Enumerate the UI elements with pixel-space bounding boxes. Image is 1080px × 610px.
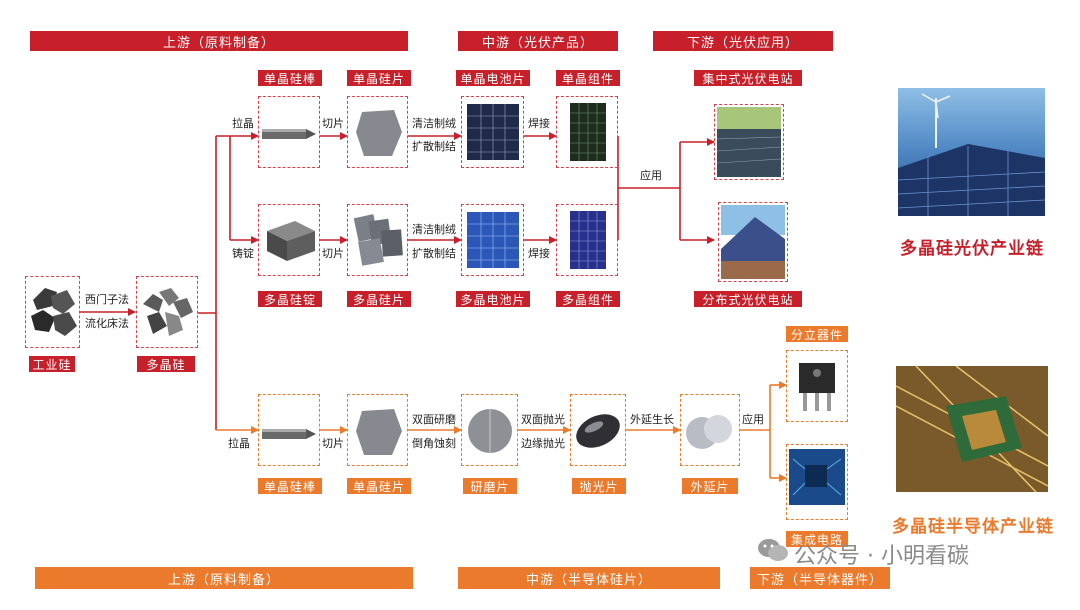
lapped-wafer-icon xyxy=(468,409,512,453)
multi-wafer-box xyxy=(347,204,408,276)
footer-downstream-bar: 下游（半导体器件） xyxy=(750,567,890,589)
process-diffuse2: 扩散制结 xyxy=(412,247,456,260)
multi-module-box xyxy=(556,204,618,276)
pv-chain-title: 多晶硅光伏产业链 xyxy=(900,239,1044,259)
process-cast: 铸锭 xyxy=(232,247,254,260)
process-double-polish: 双面抛光 xyxy=(521,413,565,426)
process-texture1: 清洁制绒 xyxy=(412,117,456,130)
mono-ingot-label: 单晶硅棒 xyxy=(258,70,322,86)
header-midstream-bar: 中游（光伏产品） xyxy=(458,31,618,51)
ic-label: 集成电路 xyxy=(786,531,848,547)
multi-wafer-stack-icon xyxy=(353,214,403,266)
semi-wafer-icon xyxy=(356,409,402,455)
process-weld2: 焊接 xyxy=(528,247,550,260)
process-bevel-etch: 倒角蚀刻 xyxy=(412,437,456,450)
poly-si-chunks-icon xyxy=(143,288,193,336)
industrial-si-label: 工业硅 xyxy=(29,356,75,372)
process-pull-top: 拉晶 xyxy=(232,117,254,130)
solar-farm-photo-icon xyxy=(898,93,1045,216)
discrete-transistor-icon xyxy=(799,363,835,411)
semi-wafer-box xyxy=(347,394,408,466)
multi-ingot-label: 多晶硅锭 xyxy=(258,291,322,307)
mono-cell-box xyxy=(461,96,524,168)
mono-cell-icon xyxy=(467,104,519,160)
industrial-si-box xyxy=(25,276,80,348)
process-diffuse1: 扩散制结 xyxy=(412,140,456,153)
multi-wafer-label: 多晶硅片 xyxy=(347,291,411,307)
semi-ingot-rod-icon xyxy=(262,429,316,439)
mono-module-icon xyxy=(570,103,606,161)
multi-ingot-box xyxy=(258,204,320,276)
epi-wafer-icon xyxy=(686,415,732,449)
semi-ingot-label: 单晶硅棒 xyxy=(258,478,322,494)
footer-upstream-bar: 上游（原料制备） xyxy=(35,567,413,589)
ic-circuit-board-icon xyxy=(789,449,845,505)
process-cut-bottom: 切片 xyxy=(322,437,344,450)
semi-ingot-box xyxy=(258,394,320,466)
poly-si-box xyxy=(136,276,198,348)
central-pv-box xyxy=(714,104,784,180)
mono-module-label: 单晶组件 xyxy=(556,70,620,86)
discrete-box xyxy=(786,350,848,422)
pv-chain-photo xyxy=(898,88,1045,216)
mono-ingot-box xyxy=(258,96,320,168)
mono-wafer-icon xyxy=(356,110,402,156)
wechat-icon xyxy=(757,537,789,563)
distributed-pv-label: 分布式光伏电站 xyxy=(694,291,802,307)
polished-wafer-icon xyxy=(576,414,620,448)
lapped-wafer-label: 研磨片 xyxy=(463,478,517,494)
epi-wafer-label: 外延片 xyxy=(682,478,738,494)
epi-wafer-box xyxy=(680,394,740,466)
central-pv-label: 集中式光伏电站 xyxy=(694,70,802,86)
multi-cell-icon xyxy=(467,212,519,268)
multi-ingot-block-icon xyxy=(267,221,315,261)
footer-midstream-bar: 中游（半导体硅片） xyxy=(458,567,720,589)
header-downstream-bar: 下游（光伏应用） xyxy=(653,31,833,51)
cpu-chip-photo-icon xyxy=(896,366,1048,492)
process-edge-polish: 边缘抛光 xyxy=(521,437,565,450)
process-cut-top: 切片 xyxy=(322,117,344,130)
process-apply-pv: 应用 xyxy=(640,169,662,182)
polished-wafer-label: 抛光片 xyxy=(572,478,626,494)
header-upstream-bar: 上游（原料制备） xyxy=(30,31,408,51)
multi-cell-box xyxy=(461,204,524,276)
polished-wafer-box xyxy=(570,394,626,466)
process-siemens: 西门子法 xyxy=(85,293,129,306)
semi-chain-photo xyxy=(896,366,1048,492)
multi-module-icon xyxy=(570,211,606,269)
distributed-pv-box xyxy=(718,202,788,282)
process-apply-semi: 应用 xyxy=(742,413,764,426)
multi-module-label: 多晶组件 xyxy=(556,291,620,307)
process-texture2: 清洁制绒 xyxy=(412,223,456,236)
semi-wafer-label: 单晶硅片 xyxy=(347,478,411,494)
silicon-rock-icon xyxy=(31,288,77,336)
process-double-lap: 双面研磨 xyxy=(412,413,456,426)
mono-cell-label: 单晶电池片 xyxy=(456,70,530,86)
process-fbr: 流化床法 xyxy=(85,317,129,330)
multi-cell-label: 多晶电池片 xyxy=(456,291,530,307)
mono-ingot-rod-icon xyxy=(262,129,316,139)
distributed-pv-roof-icon xyxy=(721,205,785,279)
ic-box xyxy=(786,444,848,520)
discrete-label: 分立器件 xyxy=(786,326,848,342)
process-pull-bottom: 拉晶 xyxy=(228,437,250,450)
watermark-text: 公众号 · 小明看碳 xyxy=(794,544,969,569)
process-cut-mid: 切片 xyxy=(322,247,344,260)
semi-chain-title: 多晶硅半导体产业链 xyxy=(892,517,1054,537)
mono-wafer-box xyxy=(347,96,408,168)
mono-module-box xyxy=(556,96,618,168)
central-pv-station-icon xyxy=(717,107,781,177)
lapped-wafer-box xyxy=(461,394,518,466)
poly-si-label: 多晶硅 xyxy=(137,356,195,372)
process-weld1: 焊接 xyxy=(528,117,550,130)
mono-wafer-label: 单晶硅片 xyxy=(347,70,411,86)
process-epitaxy: 外延生长 xyxy=(630,413,674,426)
